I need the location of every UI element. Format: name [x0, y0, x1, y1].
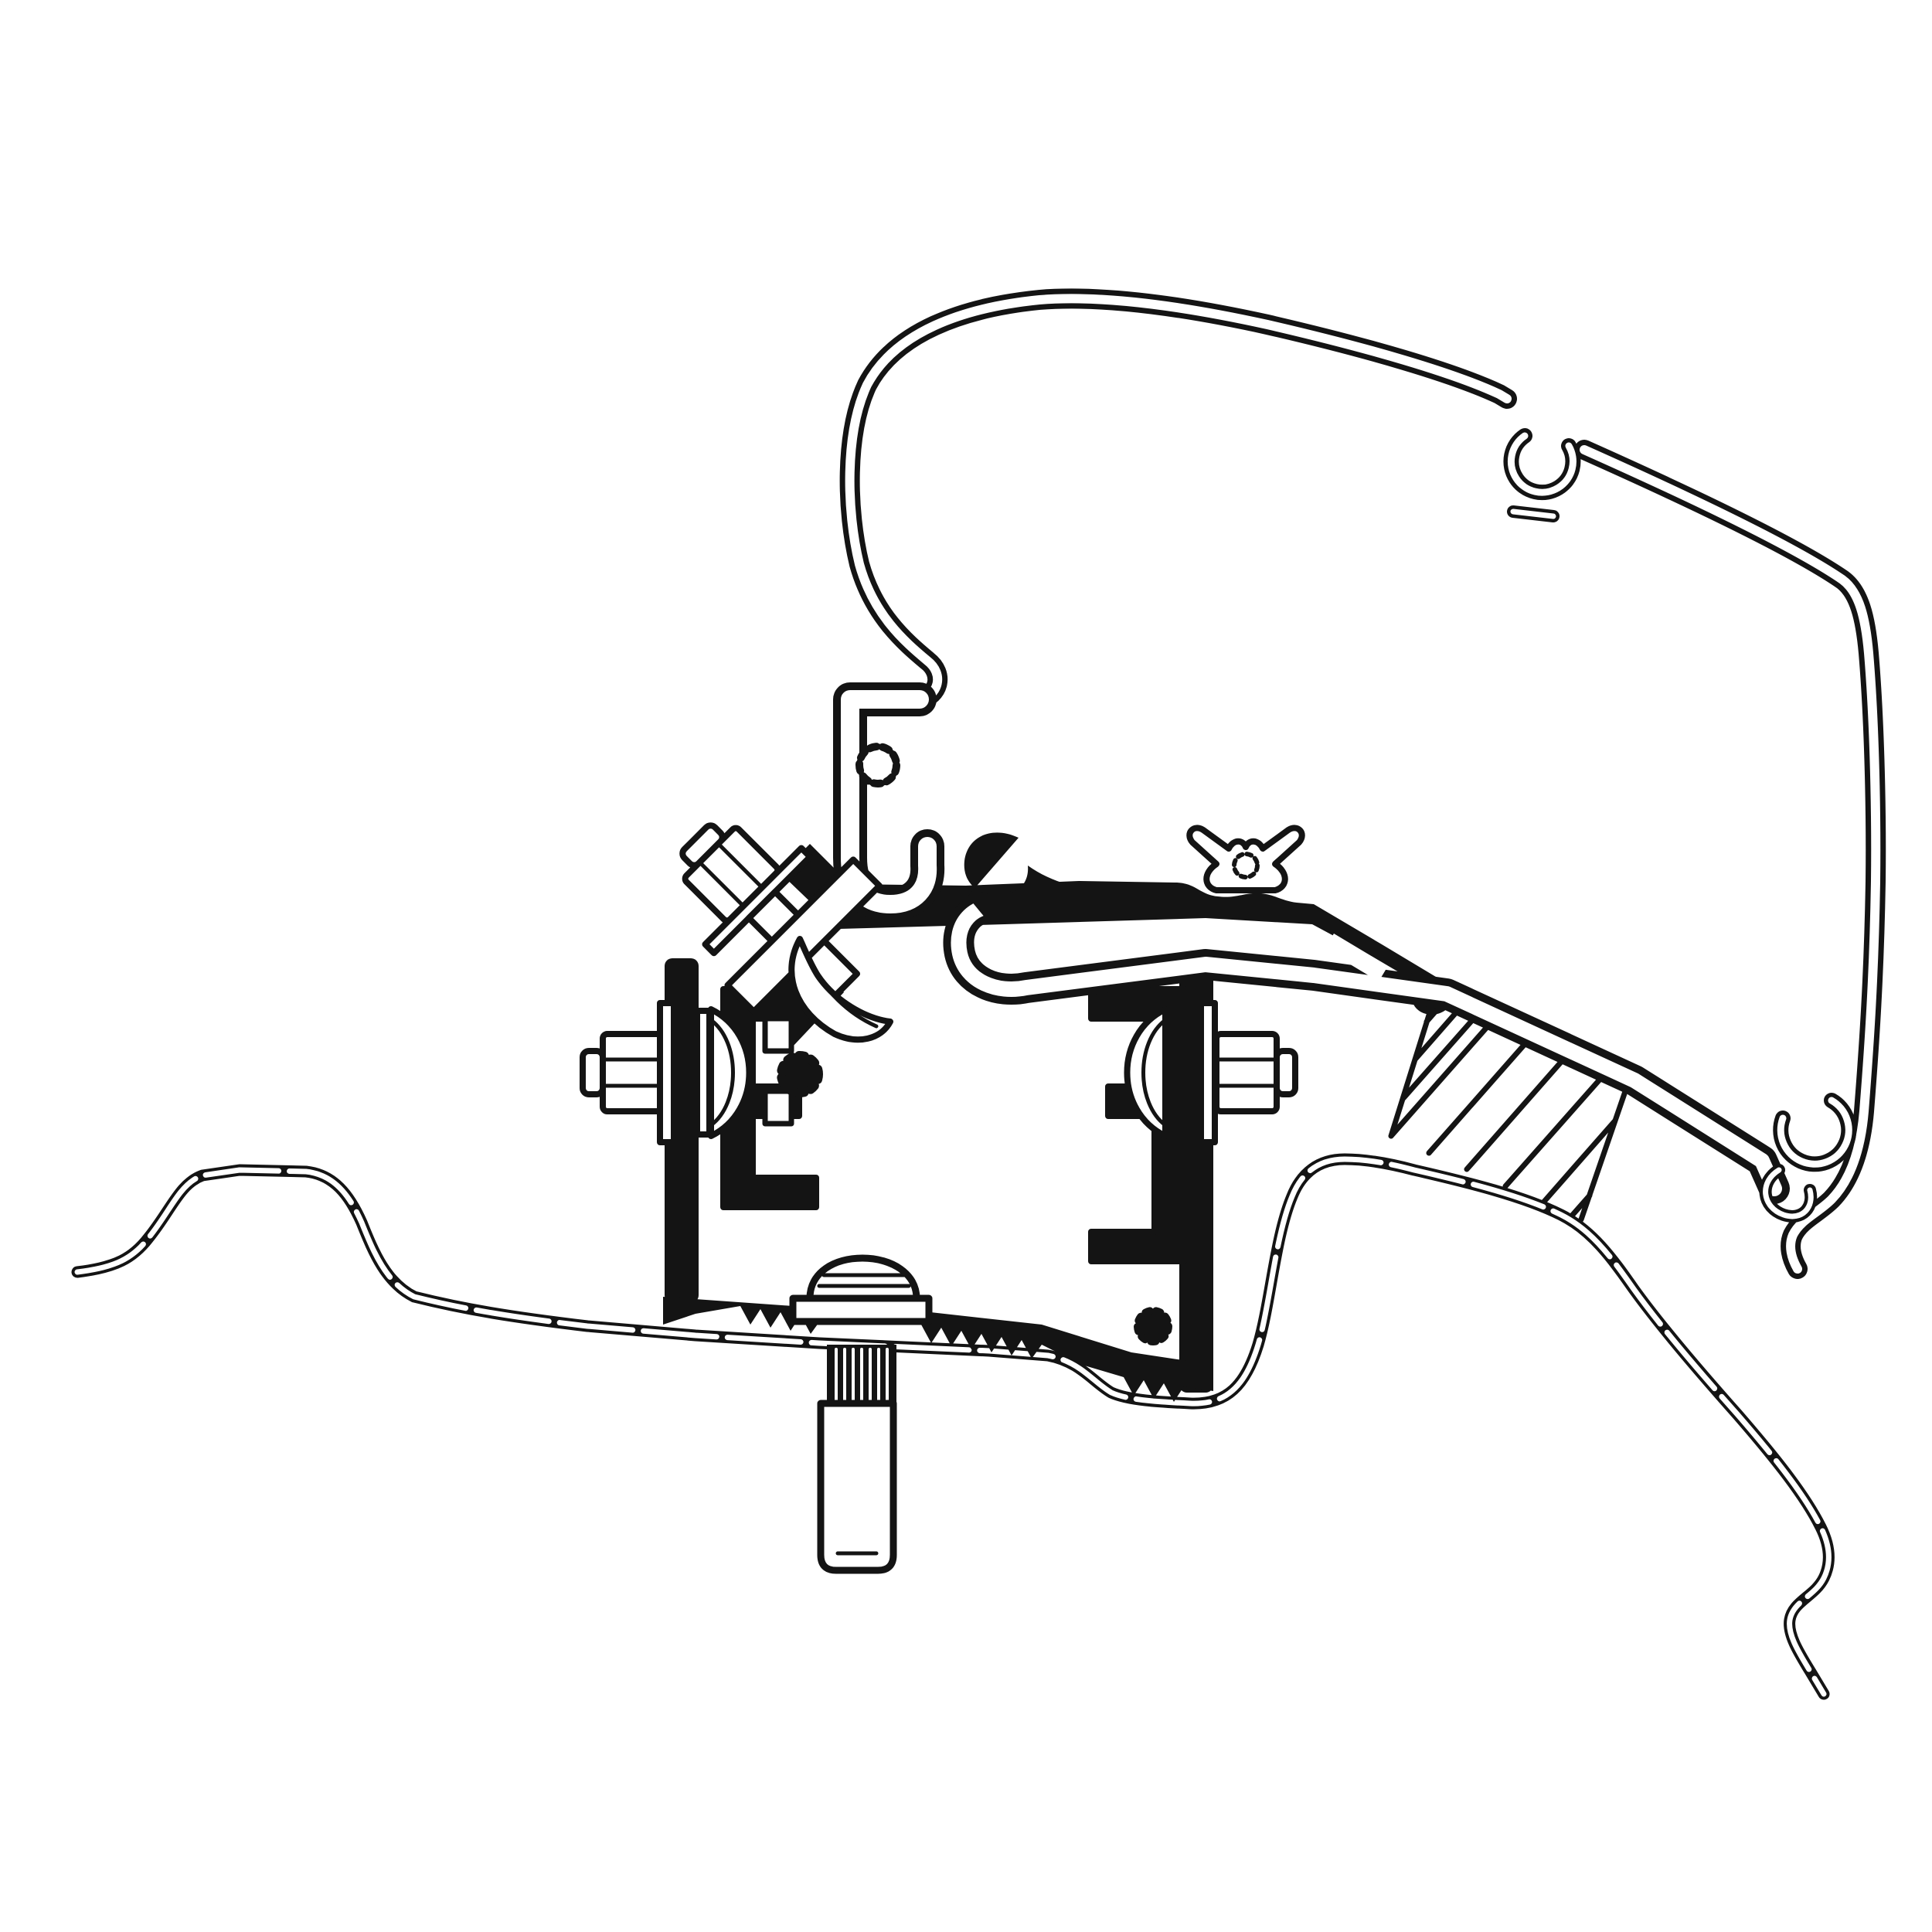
bracket-bar-slot	[1325, 934, 1388, 981]
dome-screw-lines	[817, 1273, 911, 1288]
right-bolt-hex-facets	[1214, 1057, 1279, 1088]
stud-thread-lines	[835, 1348, 889, 1402]
bracket-base-with-teeth	[663, 1297, 1213, 1402]
clip-profile-gear	[1232, 852, 1260, 879]
left-cam-washer	[708, 1006, 753, 1139]
rail-clip-ring-bottom-overlay-0	[1777, 1097, 1852, 1168]
clip-profile-body	[1186, 825, 1305, 893]
left-bolt-hex	[600, 1031, 666, 1114]
roof-sheet-line	[71, 1153, 1835, 1700]
left-bolt-hex-facets	[600, 1057, 665, 1088]
star-washer-left	[781, 1056, 818, 1093]
diag-cam-washer-line	[808, 957, 879, 1029]
rail-wall-screw-port-overlay-0	[855, 743, 900, 787]
right-bolt-washer	[1198, 1000, 1218, 1145]
star-washer-right-overlay-0	[1134, 1307, 1172, 1345]
diag-bracket-flange	[724, 856, 883, 1015]
stud-sleeve	[817, 1400, 897, 1574]
bracket-top-hook	[964, 832, 1083, 923]
rail-top-right-edge-overlay-0	[1580, 445, 1881, 1274]
right-bolt-cap	[1274, 1048, 1298, 1097]
left-bolt-washer-2	[694, 1008, 713, 1138]
right-cam-washer	[1124, 1006, 1168, 1139]
dome-screw-head	[806, 1254, 920, 1302]
star-washer-right	[1138, 1311, 1168, 1342]
right-bolt-hex	[1213, 1031, 1280, 1114]
left-channel-tab-1	[762, 1015, 794, 1054]
rail-clip-foot-top-overlay-0	[1510, 509, 1556, 519]
star-washer-left-overlay-0	[777, 1051, 823, 1097]
dome-screw-plate	[789, 1294, 933, 1325]
rail-bottom-wall-overlay-0	[951, 897, 1782, 1196]
rail-top-curve-overlay-0	[845, 294, 1512, 704]
diag-bolt-hex-facets	[697, 842, 764, 908]
bracket-top-bar	[781, 844, 1451, 1015]
right-cam-washer-line	[1141, 1018, 1168, 1128]
left-cam-washer-line	[709, 1018, 735, 1128]
left-channel-tab-2	[762, 1088, 794, 1127]
rail-clip-ring-top-overlay-0	[1507, 432, 1577, 496]
rail-s-hook-bottom-overlay-0	[1763, 1167, 1814, 1219]
roof-sheet-line-overlay-0	[74, 1156, 1832, 1697]
left-bolt-washer	[657, 1000, 677, 1145]
